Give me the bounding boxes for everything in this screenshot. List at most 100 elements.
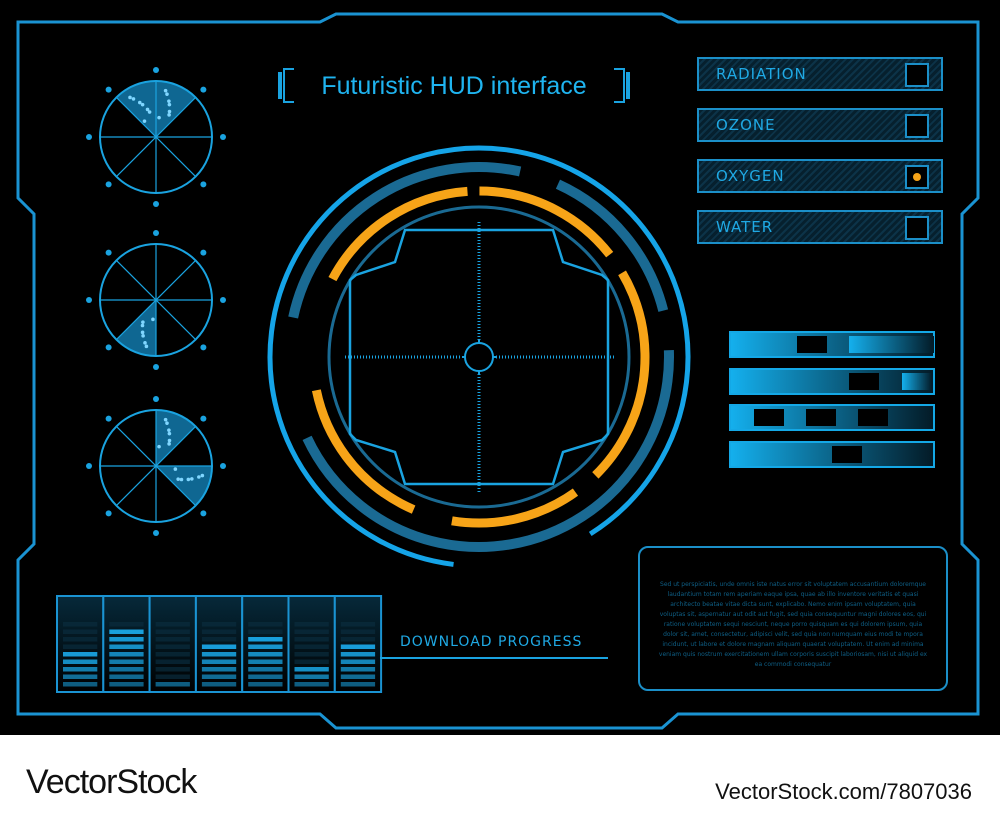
level-segment bbox=[201, 622, 237, 627]
level-segment bbox=[109, 659, 144, 664]
level-segment bbox=[109, 682, 144, 687]
ozone-checkbox[interactable] bbox=[905, 114, 929, 138]
level-segment bbox=[294, 659, 329, 664]
level-segment bbox=[294, 674, 329, 679]
radar-blip bbox=[167, 442, 171, 446]
level-segment bbox=[294, 629, 329, 634]
info-panel: Sed ut perspiciatis, unde omnis iste nat… bbox=[638, 546, 948, 691]
radar-pie bbox=[86, 67, 226, 207]
download-column bbox=[333, 595, 383, 693]
level-segment bbox=[248, 629, 283, 634]
level-segment bbox=[201, 629, 237, 634]
sensor-label: OZONE bbox=[716, 116, 776, 134]
targeting-reticle bbox=[267, 145, 691, 569]
level-segment bbox=[155, 622, 190, 627]
info-text: Sed ut perspiciatis, unde omnis iste nat… bbox=[658, 581, 928, 668]
level-segment bbox=[340, 637, 376, 642]
level-segment bbox=[63, 637, 98, 642]
radar-blip bbox=[140, 330, 145, 335]
level-segment bbox=[248, 644, 283, 649]
radar-blip bbox=[144, 344, 149, 349]
level-segment bbox=[248, 667, 283, 672]
level-segment bbox=[155, 682, 190, 687]
radar-sector bbox=[116, 300, 156, 356]
level-segment bbox=[340, 652, 376, 657]
oxygen-checkbox[interactable] bbox=[905, 165, 929, 189]
level-segment bbox=[63, 652, 98, 657]
radar-blip bbox=[167, 99, 171, 103]
checked-dot-icon bbox=[913, 173, 921, 181]
radar-blip bbox=[157, 115, 161, 120]
radar-blip bbox=[163, 417, 168, 422]
sensor-water[interactable]: WATER bbox=[697, 210, 943, 244]
level-segment bbox=[63, 667, 98, 672]
radar-blip bbox=[167, 438, 172, 443]
level-segment bbox=[155, 659, 190, 664]
level-segment bbox=[294, 682, 329, 687]
level-segment bbox=[63, 622, 98, 627]
sensor-oxygen[interactable]: OXYGEN bbox=[697, 159, 943, 193]
level-segment bbox=[340, 667, 376, 672]
slider-bar bbox=[729, 404, 935, 431]
level-segment bbox=[248, 652, 283, 657]
radar-blip bbox=[157, 444, 161, 449]
radar-blip bbox=[143, 341, 147, 345]
sensor-ozone[interactable]: OZONE bbox=[697, 108, 943, 142]
radar-blip bbox=[151, 317, 155, 322]
sensor-label: RADIATION bbox=[716, 65, 807, 83]
level-segment bbox=[294, 652, 329, 657]
radar-blip bbox=[163, 88, 168, 93]
radar-blip bbox=[128, 95, 132, 100]
sensor-radiation[interactable]: RADIATION bbox=[697, 57, 943, 91]
watermark-footer: VectorStock VectorStock.com/7807036 bbox=[0, 735, 1000, 830]
level-segment bbox=[248, 637, 283, 642]
download-column bbox=[287, 595, 336, 693]
level-segment bbox=[109, 652, 144, 657]
level-segment bbox=[155, 637, 190, 642]
level-segment bbox=[155, 644, 190, 649]
radar-blip bbox=[142, 119, 147, 123]
level-segment bbox=[63, 629, 98, 634]
level-segment bbox=[248, 674, 283, 679]
level-segment bbox=[248, 682, 283, 687]
radar-blip bbox=[179, 477, 184, 482]
level-segment bbox=[201, 682, 237, 687]
level-segment bbox=[109, 644, 144, 649]
level-segment bbox=[201, 637, 237, 642]
level-segment bbox=[63, 644, 98, 649]
radar-sector bbox=[156, 81, 196, 137]
radar-blip bbox=[167, 109, 172, 114]
radar-blip bbox=[140, 102, 145, 107]
level-segment bbox=[201, 644, 237, 649]
level-segment bbox=[109, 637, 144, 642]
download-column bbox=[241, 595, 290, 693]
level-segment bbox=[201, 652, 237, 657]
radar-blip bbox=[167, 431, 172, 436]
download-column bbox=[194, 595, 244, 693]
brand-logo: VectorStock bbox=[26, 763, 197, 801]
radar-blip bbox=[131, 97, 136, 101]
level-segment bbox=[248, 622, 283, 627]
level-segment bbox=[294, 622, 329, 627]
title-brackets bbox=[278, 68, 630, 103]
radiation-checkbox[interactable] bbox=[905, 63, 929, 87]
water-checkbox[interactable] bbox=[905, 216, 929, 240]
level-segment bbox=[109, 674, 144, 679]
radar-blip bbox=[167, 113, 171, 117]
radar-blip bbox=[173, 467, 178, 471]
radar-blip bbox=[167, 102, 172, 107]
level-segment bbox=[109, 622, 144, 627]
download-progress-label: DOWNLOAD PROGRESS bbox=[400, 634, 583, 650]
radar-sector bbox=[156, 466, 212, 506]
hud-canvas bbox=[16, 12, 980, 730]
level-segment bbox=[155, 667, 190, 672]
page-title: Futuristic HUD interface bbox=[321, 71, 587, 100]
level-segment bbox=[340, 659, 376, 664]
slider-bar bbox=[729, 368, 935, 395]
level-segment bbox=[340, 644, 376, 649]
radar-blip bbox=[145, 107, 150, 112]
download-column bbox=[102, 595, 151, 693]
radar-blip bbox=[165, 421, 169, 425]
level-segment bbox=[294, 644, 329, 649]
level-segment bbox=[201, 659, 237, 664]
